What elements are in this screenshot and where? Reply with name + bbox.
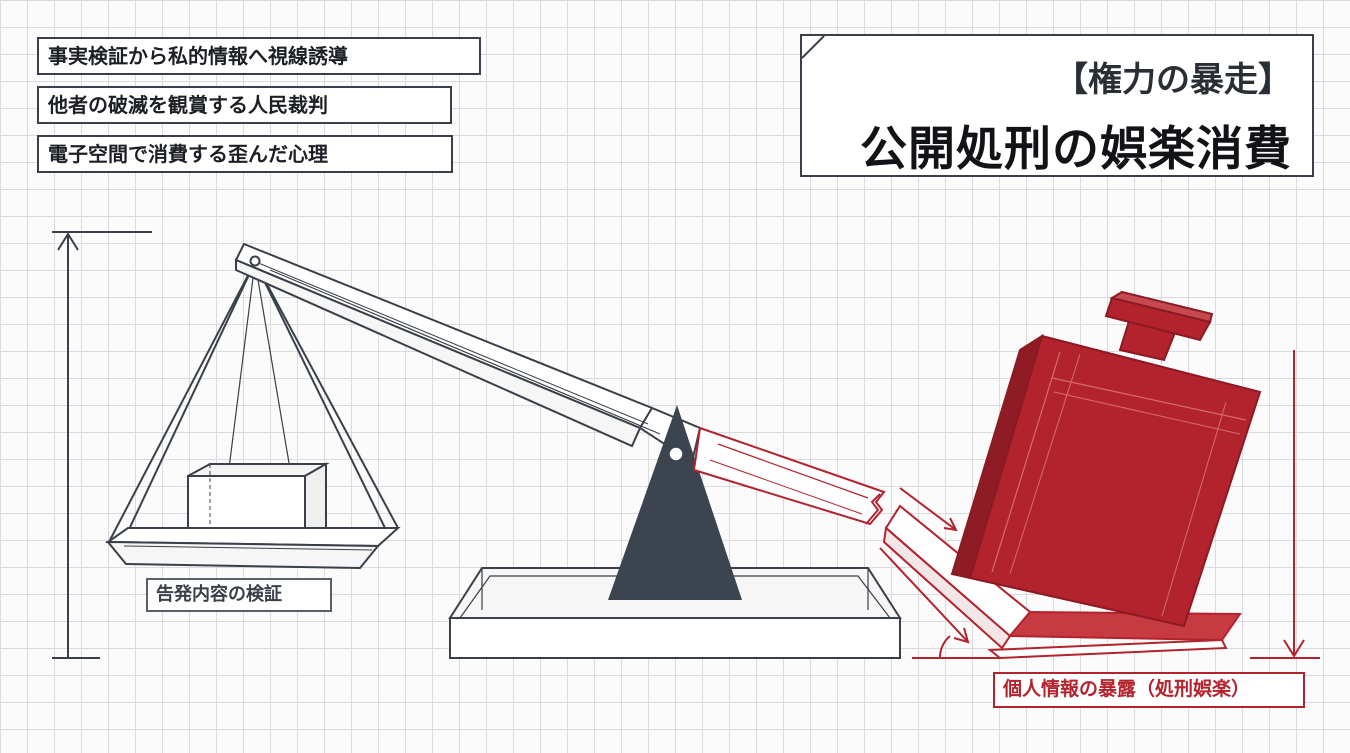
scale-beam-left	[234, 242, 702, 464]
title-subtitle: 【権力の暴走】	[1054, 60, 1292, 100]
right-pan-label: 個人情報の暴露（処刑娯楽）	[993, 672, 1305, 708]
heavy-red-weight	[950, 290, 1262, 628]
left-height-measure-icon	[52, 231, 152, 659]
title-main: 公開処刑の娯楽消費	[860, 122, 1292, 177]
left-tag-2: 他者の破滅を観賞する人民裁判	[37, 86, 452, 124]
left-tag-1: 事実検証から私的情報へ視線誘導	[37, 37, 481, 75]
scale-beam-right-broken	[692, 426, 886, 526]
angle-arc-icon	[912, 635, 1000, 659]
title-panel: 【権力の暴走】 公開処刑の娯楽消費	[800, 34, 1314, 177]
fulcrum	[608, 405, 742, 600]
corner-notch-icon	[802, 36, 825, 59]
right-height-measure-icon	[1250, 350, 1320, 659]
left-pan	[104, 527, 401, 570]
left-tag-3: 電子空間で消費する歪んだ心理	[37, 135, 453, 173]
left-pan-label: 告発内容の検証	[146, 578, 332, 612]
